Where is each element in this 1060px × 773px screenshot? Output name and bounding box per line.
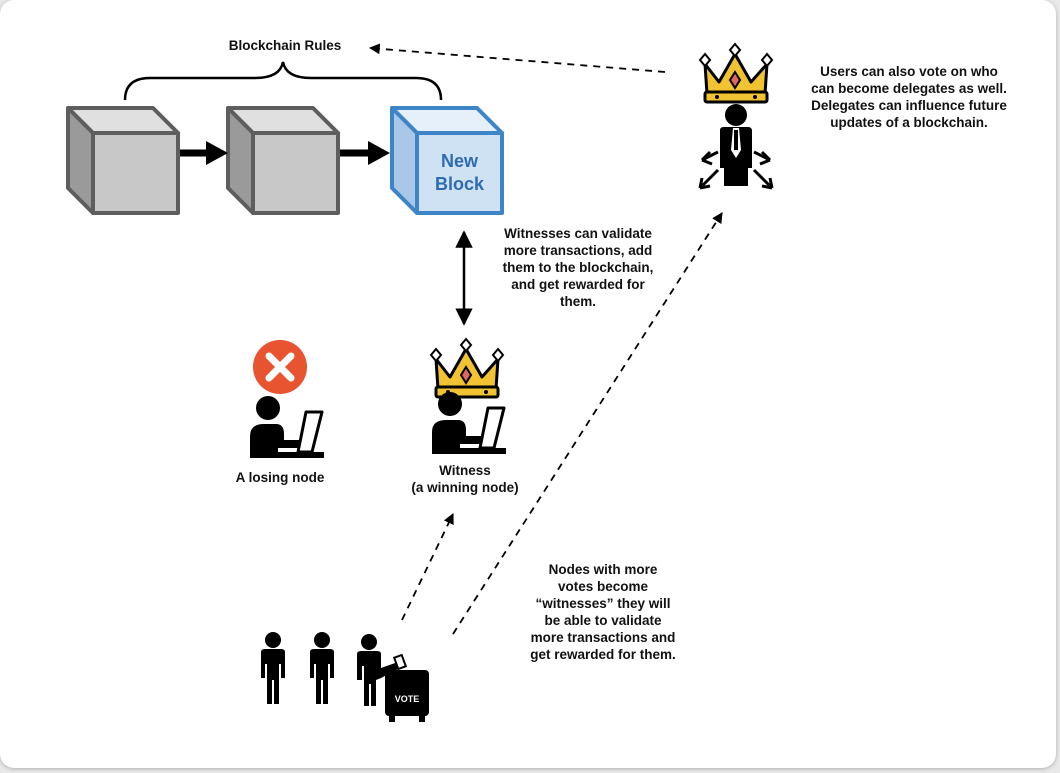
delegate-person-icon: [698, 104, 774, 190]
rules-brace: [123, 61, 443, 101]
voters-to-delegate-arrow: [452, 212, 723, 635]
witness-label: Witness (a winning node): [411, 463, 519, 495]
new-block: [390, 106, 504, 215]
chain-block-2: [226, 106, 340, 215]
delegate-crown-icon: [698, 42, 774, 104]
chain-arrow-1: [180, 141, 228, 165]
delegate-to-rules-arrow: [368, 43, 666, 73]
ballot-box-icon: VOTE: [385, 670, 429, 722]
voter-icon: [310, 632, 334, 704]
ballot-box-label: VOTE: [395, 694, 420, 704]
losing-node-label: A losing node: [235, 470, 325, 485]
witness-node-icon: [430, 390, 508, 456]
voters-to-witness-arrow: [401, 513, 454, 621]
delegates-note: Users can also vote on who can become de…: [811, 64, 1007, 130]
blockchain-rules-label: Blockchain Rules: [228, 38, 342, 53]
reject-icon: [253, 340, 307, 394]
voter-icon: [261, 632, 285, 704]
voter-casting-icon: [357, 634, 408, 706]
chain-arrow-2: [340, 141, 390, 165]
chain-block-1: [66, 106, 180, 215]
nodes-note: Nodes with more votes become “witnesses”…: [530, 562, 676, 662]
witness-crown-icon: [429, 337, 505, 399]
losing-node-icon: [248, 394, 326, 460]
witness-note: Witnesses can validate more transactions…: [502, 226, 654, 309]
new-block-label: New Block: [434, 151, 485, 194]
